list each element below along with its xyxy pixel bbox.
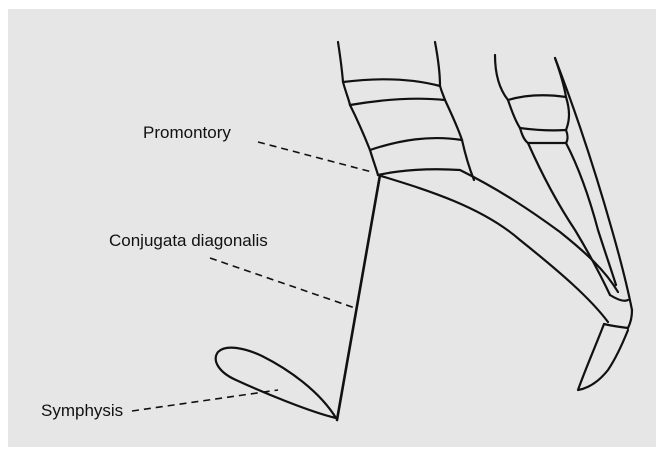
symphysis-label: Symphysis [41, 402, 123, 419]
conjugata-diagonalis-line [337, 175, 380, 420]
symphysis-leader [132, 390, 278, 411]
symphysis-shape [216, 348, 336, 418]
promontory-label: Promontory [143, 124, 231, 141]
sacrum-posterior [495, 55, 632, 328]
conjugata-diagonalis-label: Conjugata diagonalis [109, 232, 268, 249]
promontory-leader [258, 142, 372, 172]
conjugata-leader [210, 258, 355, 308]
vertebral-column [338, 42, 474, 180]
sacrum-anterior [378, 169, 618, 322]
coccyx [578, 324, 628, 390]
